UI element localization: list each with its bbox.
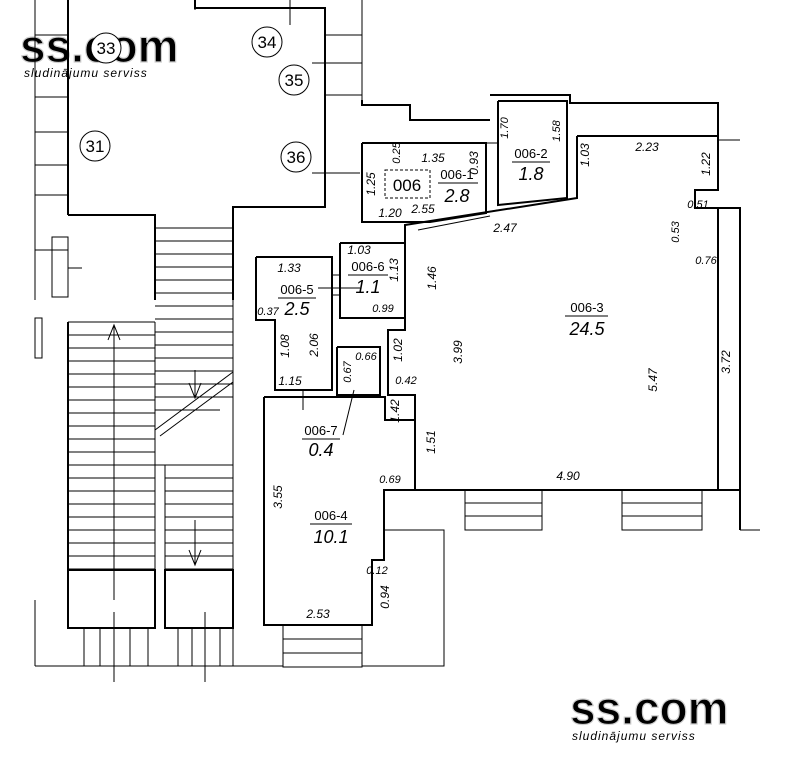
dim-r2-left: 1.70 xyxy=(499,116,511,138)
room-006-2: 006-2 1.8 xyxy=(512,146,550,184)
room-006-1-area: 2.8 xyxy=(443,186,469,206)
dim-r1-left: 1.25 xyxy=(364,172,378,196)
dimensions: 1.35 0.25 0.93 1.25 1.20 2.55 1.70 1.58 … xyxy=(257,116,733,621)
dim-r5-inner: 1.08 xyxy=(278,334,292,358)
watermark-brand-bottom: ss.com xyxy=(570,682,729,734)
dim-r6-bottom: 0.99 xyxy=(372,303,393,315)
dim-r6-top: 1.03 xyxy=(347,243,371,257)
room-006-2-area: 1.8 xyxy=(518,164,543,184)
dim-r5-bottom: 1.15 xyxy=(278,374,302,388)
marker-36-label: 36 xyxy=(287,148,306,167)
dim-r4-right-low: 0.94 xyxy=(378,585,392,609)
room-006-5-id: 006-5 xyxy=(280,282,313,297)
dim-r3-notch-h: 0.53 xyxy=(670,220,682,242)
dim-r2-right: 1.58 xyxy=(551,119,563,141)
marker-35-label: 35 xyxy=(285,71,304,90)
dim-r3-step-w: 0.42 xyxy=(395,375,416,387)
room-006-4-id: 006-4 xyxy=(314,508,347,523)
dim-r3-right-in: 5.47 xyxy=(646,367,660,392)
dim-r5-right: 2.06 xyxy=(307,333,321,358)
stairwell xyxy=(34,215,283,682)
marker-31: 31 xyxy=(79,130,111,162)
dim-r1-right: 0.93 xyxy=(467,151,481,175)
dim-r6-right: 1.13 xyxy=(387,258,401,282)
watermark-bottom: ss.com sludinājumu serviss xyxy=(569,681,729,743)
entrance-steps xyxy=(282,489,740,668)
room-006-6-area: 1.1 xyxy=(355,277,380,297)
room-006-3: 006-3 24.5 xyxy=(565,300,608,339)
dim-r3-left-top: 1.03 xyxy=(578,143,592,167)
dim-r7-h: 0.67 xyxy=(342,360,354,382)
dim-r3-left: 1.46 xyxy=(425,266,439,290)
marker-31-label: 31 xyxy=(86,137,105,156)
room-006-5: 006-5 2.5 xyxy=(278,282,316,319)
room-006-1-id: 006-1 xyxy=(440,167,473,182)
unit-006-walls xyxy=(255,100,719,626)
marker-34-label: 34 xyxy=(258,33,277,52)
dim-r3-notch-b: 0.76 xyxy=(695,255,717,267)
dim-r3-right-top: 1.22 xyxy=(699,152,713,176)
room-006-7: 006-7 0.4 xyxy=(302,423,340,460)
dim-r4-bottom: 2.53 xyxy=(305,607,330,621)
dim-r1-bottom2: 2.55 xyxy=(410,202,435,216)
room-006-4-area: 10.1 xyxy=(313,527,348,547)
marker-36: 36 xyxy=(280,141,312,173)
dim-r5-top: 1.33 xyxy=(277,261,301,275)
marker-33-label: 33 xyxy=(97,39,116,58)
watermark-tagline-bottom: sludinājumu serviss xyxy=(572,729,696,743)
dim-r5-left: 0.37 xyxy=(257,306,279,318)
unit-label: 006 xyxy=(393,176,421,195)
dim-r1-bottom: 1.20 xyxy=(378,206,402,220)
room-006-6-id: 006-6 xyxy=(351,259,384,274)
dim-r3-top: 2.23 xyxy=(634,140,659,154)
dim-r3-bottom: 4.90 xyxy=(556,469,580,483)
room-006-3-area: 24.5 xyxy=(568,319,605,339)
room-006-1: 006-1 2.8 xyxy=(438,167,478,206)
marker-34: 34 xyxy=(251,26,283,58)
dim-r1-top: 1.35 xyxy=(421,151,445,165)
marker-35: 35 xyxy=(278,64,310,96)
room-006-4: 006-4 10.1 xyxy=(310,508,352,547)
room-006-7-id: 006-7 xyxy=(304,423,337,438)
room-006-3-id: 006-3 xyxy=(570,300,603,315)
dim-r3-low-left2: 1.51 xyxy=(424,430,438,453)
dim-r3-inner: 3.99 xyxy=(451,340,465,364)
dim-r3-diag: 2.47 xyxy=(492,221,518,235)
dim-r4-left: 3.55 xyxy=(271,485,285,509)
room-006-6: 006-6 1.1 xyxy=(318,259,388,297)
dim-r3-step: 1.02 xyxy=(391,338,405,362)
marker-33: 33 xyxy=(90,32,122,64)
dim-r4-top-right: 0.69 xyxy=(379,474,400,486)
dim-r4-notch: 0.12 xyxy=(366,565,387,577)
dim-r3-low-left: 1.42 xyxy=(388,399,402,423)
room-006-7-area: 0.4 xyxy=(308,440,333,460)
dim-r1-top-left: 0.25 xyxy=(391,141,403,163)
unit-label-box xyxy=(384,169,431,199)
room-006-2-id: 006-2 xyxy=(514,146,547,161)
dim-r3-notch-w: 0.51 xyxy=(687,199,708,211)
dim-r3-right-out: 3.72 xyxy=(719,350,733,374)
watermark-tagline-top: sludinājumu serviss xyxy=(24,66,148,80)
room-006-5-area: 2.5 xyxy=(283,299,310,319)
dim-r7-w: 0.66 xyxy=(355,351,377,363)
